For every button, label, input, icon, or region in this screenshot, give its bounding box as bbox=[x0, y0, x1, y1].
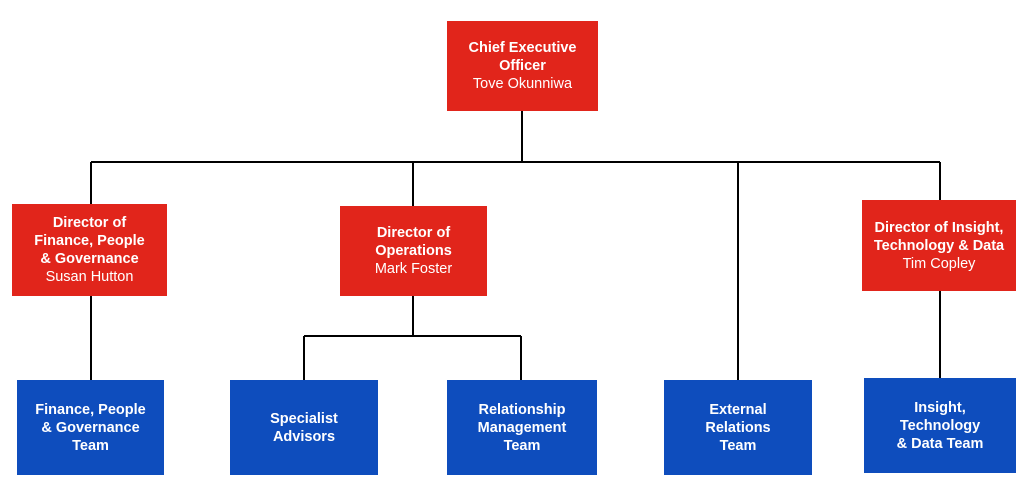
director-title: Director of Finance, People & Governance bbox=[34, 215, 145, 267]
team-label: Relationship Management Team bbox=[477, 401, 567, 454]
team-insight-technology-data-box: Insight, Technology & Data Team bbox=[864, 378, 1016, 473]
team-relationship-management-box: Relationship Management Team bbox=[447, 380, 597, 475]
team-label: Finance, People & Governance Team bbox=[35, 401, 146, 454]
director-operations-box: Director of Operations Mark Foster bbox=[340, 206, 487, 296]
ceo-title: Chief Executive Officer bbox=[468, 40, 577, 74]
team-label: Insight, Technology & Data Team bbox=[896, 399, 984, 452]
team-external-relations-box: External Relations Team bbox=[664, 380, 812, 475]
director-name: Susan Hutton bbox=[45, 269, 134, 285]
director-name: Tim Copley bbox=[902, 255, 976, 272]
director-title: Director of Insight, Technology & Data bbox=[873, 219, 1005, 254]
director-title: Director of Operations bbox=[375, 225, 452, 259]
director-insight-technology-data-box: Director of Insight, Technology & Data T… bbox=[862, 200, 1016, 291]
director-finance-people-governance-box: Director of Finance, People & Governance… bbox=[12, 204, 167, 296]
ceo-name: Tove Okunniwa bbox=[472, 76, 573, 92]
director-name: Mark Foster bbox=[374, 261, 453, 277]
team-label: Specialist Advisors bbox=[270, 410, 338, 445]
team-specialist-advisors-box: Specialist Advisors bbox=[230, 380, 378, 475]
team-label: External Relations Team bbox=[705, 401, 771, 454]
team-finance-people-governance-box: Finance, People & Governance Team bbox=[17, 380, 164, 475]
ceo-box: Chief Executive Officer Tove Okunniwa bbox=[447, 21, 598, 111]
